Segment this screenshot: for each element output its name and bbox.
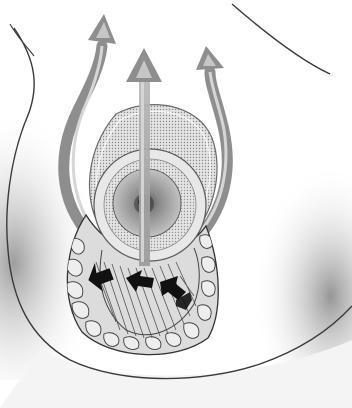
diagram-canvas xyxy=(0,0,352,408)
breast-lift-diagram xyxy=(0,0,352,408)
